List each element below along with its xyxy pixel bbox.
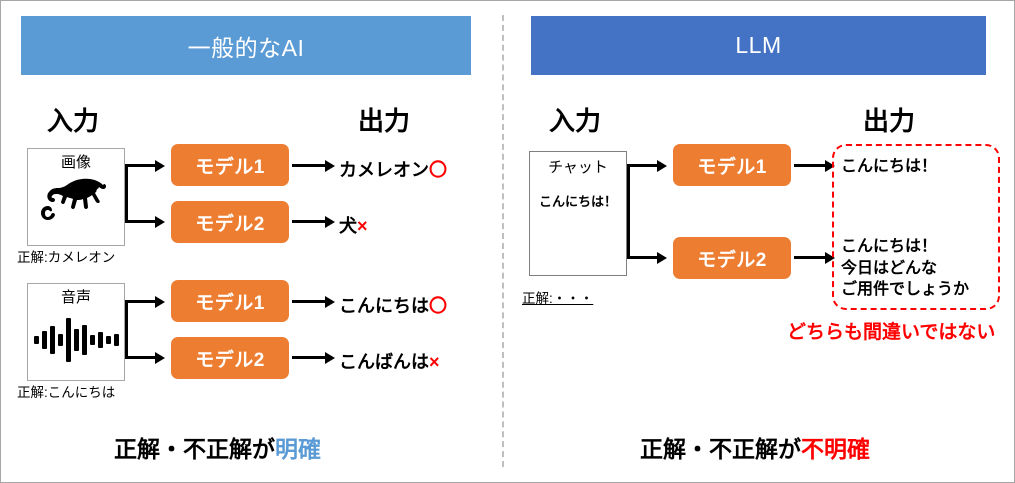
- input-box-audio-title: 音声: [60, 289, 91, 306]
- label-input-right: 入力: [549, 106, 602, 136]
- label-input-left: 入力: [47, 106, 100, 136]
- arrow-image-to-model2: [128, 220, 162, 223]
- caption-right: 正解・不正解が不明確: [640, 430, 870, 464]
- arrow-image-to-model1: [128, 164, 162, 167]
- output-text-3-value: こんにちは: [339, 296, 429, 316]
- output-text-2-value: 犬: [339, 216, 357, 236]
- correct-mark-icon: 〇: [429, 296, 447, 316]
- model-box-left-4[interactable]: モデル2: [171, 337, 289, 379]
- output-text-4: こんばんは×: [339, 348, 440, 374]
- arrow-audio-to-model2: [128, 356, 162, 359]
- arrow-model2-to-redbox: [794, 256, 832, 259]
- caption-left-highlight: 明確: [275, 436, 321, 462]
- panel-divider: [502, 15, 504, 467]
- output-text-1-value: カメレオン: [339, 160, 429, 180]
- model-box-left-2[interactable]: モデル2: [171, 201, 289, 243]
- model-box-right-2[interactable]: モデル2: [673, 237, 791, 279]
- model-box-left-1[interactable]: モデル1: [171, 144, 289, 186]
- connector-line: [125, 300, 128, 359]
- arrow-chat-to-model2: [630, 256, 664, 259]
- ground-truth-audio: 正解:こんにちは: [17, 385, 116, 400]
- correct-mark-icon: 〇: [429, 160, 447, 180]
- output-text-right-1: こんにちは！: [841, 158, 938, 175]
- output-text-right-2: こんにちは！ 今日はどんな ご用件でしょうか: [841, 238, 970, 299]
- incorrect-mark-icon: ×: [357, 216, 368, 236]
- output-text-1: カメレオン〇: [339, 156, 447, 182]
- caption-right-highlight: 不明確: [801, 436, 870, 462]
- input-box-chat: チャット こんにちは！: [529, 151, 627, 276]
- connector-line: [125, 164, 128, 223]
- arrow-chat-to-model1: [630, 164, 664, 167]
- label-output-left: 出力: [358, 106, 411, 136]
- caption-right-prefix: 正解・不正解が: [640, 436, 801, 462]
- model-box-right-1[interactable]: モデル1: [673, 144, 791, 186]
- connector-line: [627, 164, 630, 257]
- panel-header-llm: LLM: [531, 16, 986, 75]
- arrow-model1-to-output1: [292, 164, 332, 167]
- arrow-model3-to-output3: [292, 300, 332, 303]
- output-text-4-value: こんばんは: [339, 352, 429, 372]
- input-box-image: 画像: [27, 148, 125, 246]
- label-output-right: 出力: [863, 106, 916, 136]
- input-box-chat-message: こんにちは！: [538, 194, 617, 209]
- chameleon-icon: [39, 176, 113, 233]
- incorrect-mark-icon: ×: [429, 352, 440, 372]
- arrow-model2-to-output2: [292, 220, 332, 223]
- output-text-3: こんにちは〇: [339, 292, 447, 318]
- output-text-2: 犬×: [339, 212, 368, 238]
- arrow-model1-to-redbox: [794, 164, 832, 167]
- note-both-valid: どちらも間違いではない: [787, 322, 996, 343]
- model-box-left-3[interactable]: モデル1: [171, 280, 289, 322]
- input-box-image-title: 画像: [60, 154, 91, 171]
- input-box-audio: 音声: [27, 283, 125, 381]
- caption-left-prefix: 正解・不正解が: [114, 436, 275, 462]
- panel-header-general-ai: 一般的なAI: [21, 16, 471, 75]
- arrow-model4-to-output4: [292, 356, 332, 359]
- ground-truth-image: 正解:カメレオン: [17, 250, 116, 265]
- input-box-chat-title: チャット: [548, 159, 608, 176]
- audio-waveform-icon: [33, 317, 119, 363]
- arrow-audio-to-model1: [128, 300, 162, 303]
- caption-left: 正解・不正解が明確: [114, 430, 321, 464]
- output-box-ambiguous: [832, 144, 1000, 310]
- ground-truth-chat: 正解:・・・: [522, 291, 594, 306]
